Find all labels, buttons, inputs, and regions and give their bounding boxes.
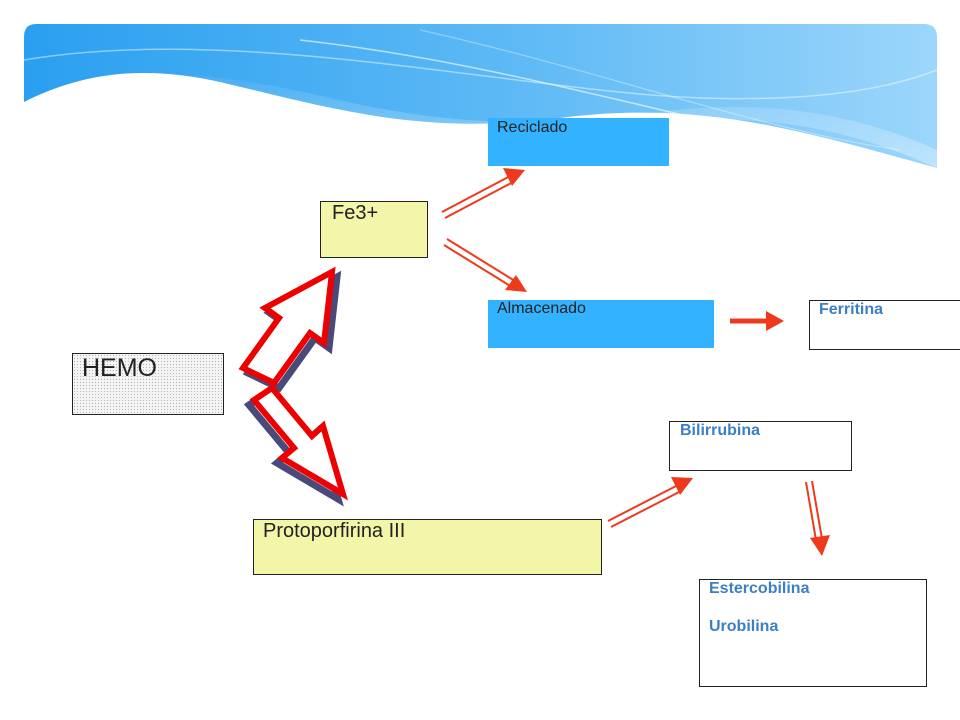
node-bilirrubina-label: Bilirrubina <box>680 422 761 439</box>
arrow-bilirrubina-to-estercobilina <box>805 480 830 556</box>
hollow-arrow-to-protoporfirina <box>243 384 349 507</box>
node-urobilina-label: Urobilina <box>709 618 779 635</box>
arrow-fe3-to-reciclado <box>441 168 525 219</box>
node-reciclado: Reciclado <box>488 118 669 166</box>
header-banner <box>23 24 938 168</box>
node-reciclado-label: Reciclado <box>497 119 568 136</box>
node-bilirrubina: Bilirrubina <box>669 421 852 471</box>
node-fe3: Fe3+ <box>320 201 428 258</box>
arrow-fe3-to-almacenado <box>443 238 527 292</box>
node-fe3-label: Fe3+ <box>332 202 379 224</box>
node-almacenado: Almacenado <box>488 300 714 348</box>
node-almacenado-label: Almacenado <box>497 300 586 317</box>
node-estercobilina-label: Estercobilina <box>709 580 810 597</box>
node-hemo: HEMO <box>72 353 224 415</box>
node-ferritina: Ferritina <box>809 300 960 350</box>
node-ferritina-label: Ferritina <box>819 301 884 318</box>
node-protoporfirina-label: Protoporfirina III <box>263 520 406 542</box>
node-protoporfirina: Protoporfirina III <box>253 519 602 575</box>
arrow-protoporfirina-to-bilirrubina <box>607 477 693 528</box>
node-estercobilina-urobilina: Estercobilina Urobilina <box>699 579 927 687</box>
arrow-almacenado-to-ferritina <box>730 311 784 331</box>
hollow-arrow-to-fe3 <box>238 266 342 393</box>
node-hemo-label: HEMO <box>82 354 157 382</box>
